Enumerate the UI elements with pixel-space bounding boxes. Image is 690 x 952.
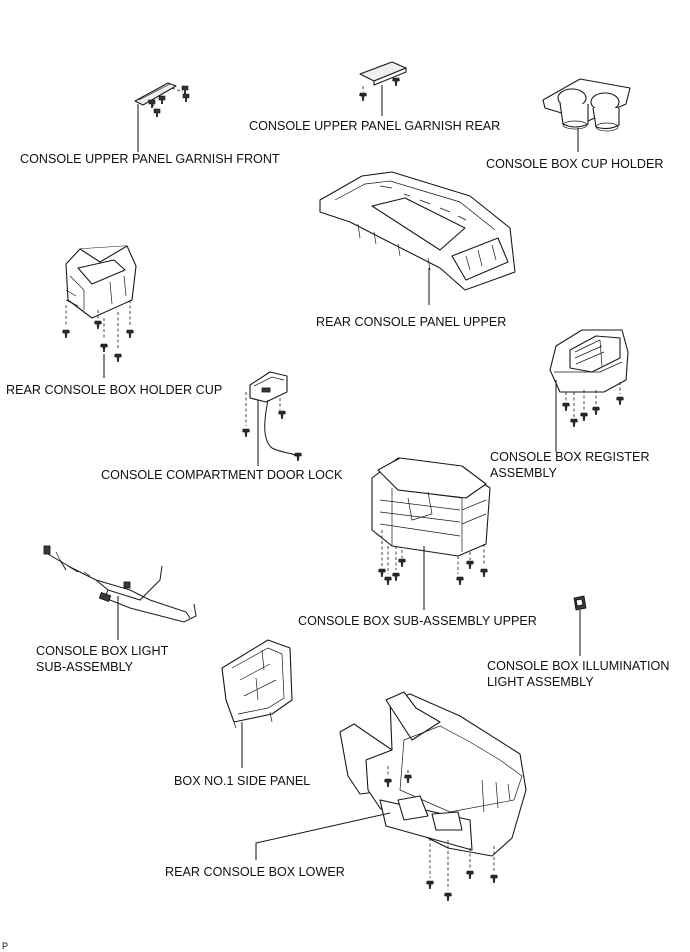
box-lower-part [339, 691, 527, 902]
door-lock-part [242, 371, 302, 462]
label-side-panel: BOX NO.1 SIDE PANEL [174, 774, 310, 788]
side-panel-part [221, 639, 293, 729]
box-lower-leader [255, 812, 391, 860]
label-panel-upper: REAR CONSOLE PANEL UPPER [316, 315, 506, 329]
label-illumination-line2: LIGHT ASSEMBLY [487, 675, 594, 689]
garnish-front-part [134, 82, 190, 118]
illumination-light-part [573, 595, 587, 611]
garnish-rear-part [359, 61, 407, 102]
label-garnish-rear: CONSOLE UPPER PANEL GARNISH REAR [249, 119, 500, 133]
label-door-lock: CONSOLE COMPARTMENT DOOR LOCK [101, 468, 343, 482]
sub-upper-part [371, 457, 491, 586]
holder-cup-part [62, 245, 137, 363]
register-part [549, 329, 629, 428]
label-box-lower: REAR CONSOLE BOX LOWER [165, 865, 345, 879]
label-light-line1: CONSOLE BOX LIGHT [36, 644, 169, 658]
label-cup-holder: CONSOLE BOX CUP HOLDER [486, 157, 664, 171]
cup-holder-part [542, 78, 631, 132]
panel-upper-part [319, 171, 516, 291]
label-illumination-line1: CONSOLE BOX ILLUMINATION [487, 659, 669, 673]
label-holder-cup: REAR CONSOLE BOX HOLDER CUP [6, 383, 222, 397]
light-subassembly-part [43, 545, 197, 623]
label-register-line2: ASSEMBLY [490, 466, 558, 480]
label-sub-upper: CONSOLE BOX SUB-ASSEMBLY UPPER [298, 614, 537, 628]
label-register-line1: CONSOLE BOX REGISTER [490, 450, 650, 464]
figure-code: P [2, 941, 8, 951]
label-light-line2: SUB-ASSEMBLY [36, 660, 134, 674]
label-garnish-front: CONSOLE UPPER PANEL GARNISH FRONT [20, 152, 280, 166]
